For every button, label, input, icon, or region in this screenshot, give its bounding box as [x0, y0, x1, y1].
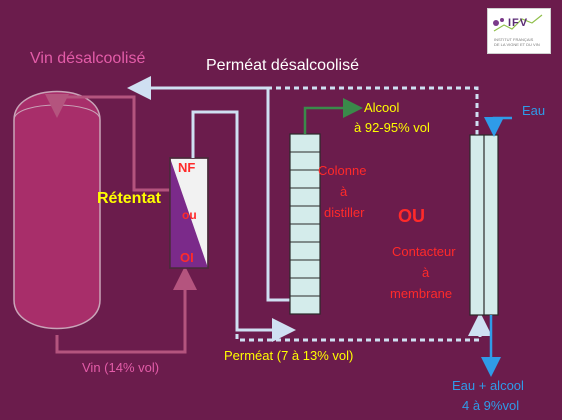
logo-subtitle-line2: DE LA VIGNE ET DU VIN: [494, 42, 540, 47]
dealcoholized-permeate-dashed: [268, 86, 479, 135]
wine-tank: [13, 90, 101, 330]
label-vin: Vin (14% vol): [82, 360, 160, 375]
label-contacteur-line1: Contacteur: [392, 244, 456, 259]
label-ou-small: ou: [182, 208, 197, 222]
label-alcool-line2: à 92-95% vol: [354, 120, 430, 135]
label-colonne-line2: à: [340, 184, 348, 199]
logo-brand-text: IFV: [508, 17, 529, 29]
ifv-logo: IFV INSTITUT FRANÇAIS DE LA VIGNE ET DU …: [487, 8, 551, 54]
permeate-dashed-to-contactor: [235, 312, 492, 342]
label-colonne-line3: distiller: [324, 205, 365, 220]
label-colonne-line1: Colonne: [318, 163, 367, 178]
logo-subtitle-line1: INSTITUT FRANÇAIS: [494, 37, 534, 42]
label-vin-desalcoolise: Vin désalcoolisé: [30, 50, 146, 67]
wine-feed-pipe: [55, 266, 197, 354]
alcohol-output-arrow: [303, 98, 363, 134]
label-eau-alcool-line1: Eau + alcool: [452, 378, 524, 393]
label-eau-alcool-line2: 4 à 9%vol: [462, 398, 520, 413]
label-nf: NF: [178, 160, 196, 175]
dealcoholized-permeate-pipe: [127, 76, 290, 302]
label-permeat-desalcoolise: Perméat désalcoolisé: [206, 57, 359, 74]
label-contacteur-line2: à: [422, 265, 430, 280]
label-contacteur-line3: membrane: [390, 286, 453, 301]
label-ou-big: OU: [398, 206, 425, 226]
label-oi: OI: [180, 250, 194, 265]
membrane-unit: [169, 157, 209, 269]
membrane-contactor: [469, 134, 499, 316]
label-permeat: Perméat (7 à 13% vol): [224, 348, 354, 363]
permeate-pipe: [191, 110, 296, 342]
label-retentat: Rétentat: [97, 190, 162, 207]
distillation-column: [289, 133, 321, 315]
water-input-arrow: [484, 116, 512, 137]
logo-graphic-icon: [493, 14, 543, 32]
label-eau: Eau: [522, 103, 546, 118]
label-alcool-line1: Alcool: [364, 100, 400, 115]
